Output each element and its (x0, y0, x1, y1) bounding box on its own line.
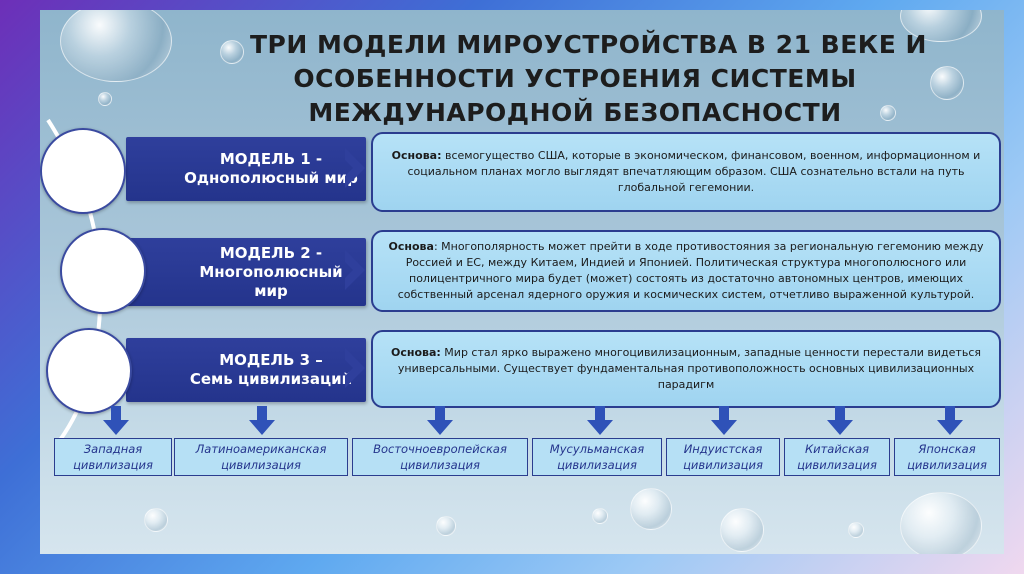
bubble-decoration (848, 522, 864, 538)
civ-line: цивилизация (557, 458, 637, 472)
model-1-circle (40, 128, 126, 214)
civ-line: цивилизация (907, 458, 987, 472)
model-3-description: Основа: Мир стал ярко выражено многоциви… (371, 330, 1001, 408)
civ-line: цивилизация (73, 458, 153, 472)
civilization-chinese: Китайская цивилизация (784, 438, 890, 476)
model-label-line: МОДЕЛЬ 3 – (219, 351, 323, 369)
civilization-muslim: Мусульманская цивилизация (532, 438, 662, 476)
desc-prefix: Основа: (391, 346, 441, 359)
bubble-decoration (880, 105, 896, 121)
desc-prefix: Основа (388, 240, 434, 253)
title-line: ТРИ МОДЕЛИ МИРОУСТРОЙСТВА В 21 ВЕКЕ И (250, 30, 927, 59)
arrow-down-icon (587, 406, 613, 435)
bubble-decoration (144, 508, 168, 532)
model-1-description: Основа: всемогущество США, которые в эко… (371, 132, 1001, 212)
civ-line: Восточноевропейская (373, 442, 507, 456)
civ-line: Китайская (804, 442, 870, 456)
bubble-decoration (60, 10, 172, 82)
civ-line: Индуистская (683, 442, 763, 456)
desc-text: всемогущество США, которые в экономическ… (407, 149, 981, 194)
civilization-hindu: Индуистская цивилизация (666, 438, 780, 476)
arrow-down-icon (249, 406, 275, 435)
civilization-japanese: Японская цивилизация (894, 438, 1000, 476)
civ-line: цивилизация (797, 458, 877, 472)
model-label-line: мир (254, 281, 288, 300)
civilization-western: Западная цивилизация (54, 438, 172, 476)
model-2-description: Основа: Многополярность может прейти в х… (371, 230, 1001, 312)
bubble-decoration (98, 92, 112, 106)
arrow-down-icon (427, 406, 453, 435)
page-title: ТРИ МОДЕЛИ МИРОУСТРОЙСТВА В 21 ВЕКЕ И ОС… (250, 28, 927, 130)
model-2-circle (60, 228, 146, 314)
civ-line: Японская (918, 442, 976, 456)
civ-line: Латиноамериканская (195, 442, 327, 456)
bubble-decoration (930, 66, 964, 100)
bubble-decoration (592, 508, 608, 524)
model-2-label: МОДЕЛЬ 2 - Многополюсный мир (126, 238, 366, 306)
chevron-right-icon (345, 250, 365, 290)
civ-line: Западная (83, 442, 143, 456)
bubble-decoration (900, 492, 982, 554)
arrow-down-icon (711, 406, 737, 435)
model-label-line: Семь цивилизаций (189, 370, 353, 388)
civ-line: цивилизация (400, 458, 480, 472)
civ-line: Мусульманская (549, 442, 645, 456)
model-1-label: МОДЕЛЬ 1 - Однополюсный мир (126, 137, 366, 201)
civ-line: цивилизация (221, 458, 301, 472)
arrow-down-icon (937, 406, 963, 435)
title-line: МЕЖДУНАРОДНОЙ БЕЗОПАСНОСТИ (308, 98, 842, 127)
bubble-decoration (436, 516, 456, 536)
civ-line: цивилизация (683, 458, 763, 472)
model-label-line: МОДЕЛЬ 2 - (219, 243, 323, 262)
bubble-decoration (220, 40, 244, 64)
bubble-decoration (630, 488, 672, 530)
model-3-label: МОДЕЛЬ 3 – Семь цивилизаций (126, 338, 366, 402)
model-3-circle (46, 328, 132, 414)
bubble-decoration (720, 508, 764, 552)
civilization-east-european: Восточноевропейская цивилизация (352, 438, 528, 476)
chevron-right-icon (345, 348, 365, 388)
desc-text: Мир стал ярко выражено многоцивилизацион… (397, 346, 981, 391)
arrow-down-icon (827, 406, 853, 435)
desc-text: : Многополярность может прейти в ходе пр… (397, 240, 984, 301)
model-label-line: Многополюсный (199, 262, 343, 281)
model-label-line: Однополюсный мир (184, 169, 358, 187)
model-label-line: МОДЕЛЬ 1 - (219, 150, 323, 168)
desc-prefix: Основа: (391, 149, 442, 162)
civilization-latin-american: Латиноамериканская цивилизация (174, 438, 348, 476)
arrow-down-icon (103, 406, 129, 435)
chevron-right-icon (345, 148, 365, 188)
slide: ТРИ МОДЕЛИ МИРОУСТРОЙСТВА В 21 ВЕКЕ И ОС… (40, 10, 1004, 554)
title-line: ОСОБЕННОСТИ УСТРОЕНИЯ СИСТЕМЫ (293, 64, 857, 93)
